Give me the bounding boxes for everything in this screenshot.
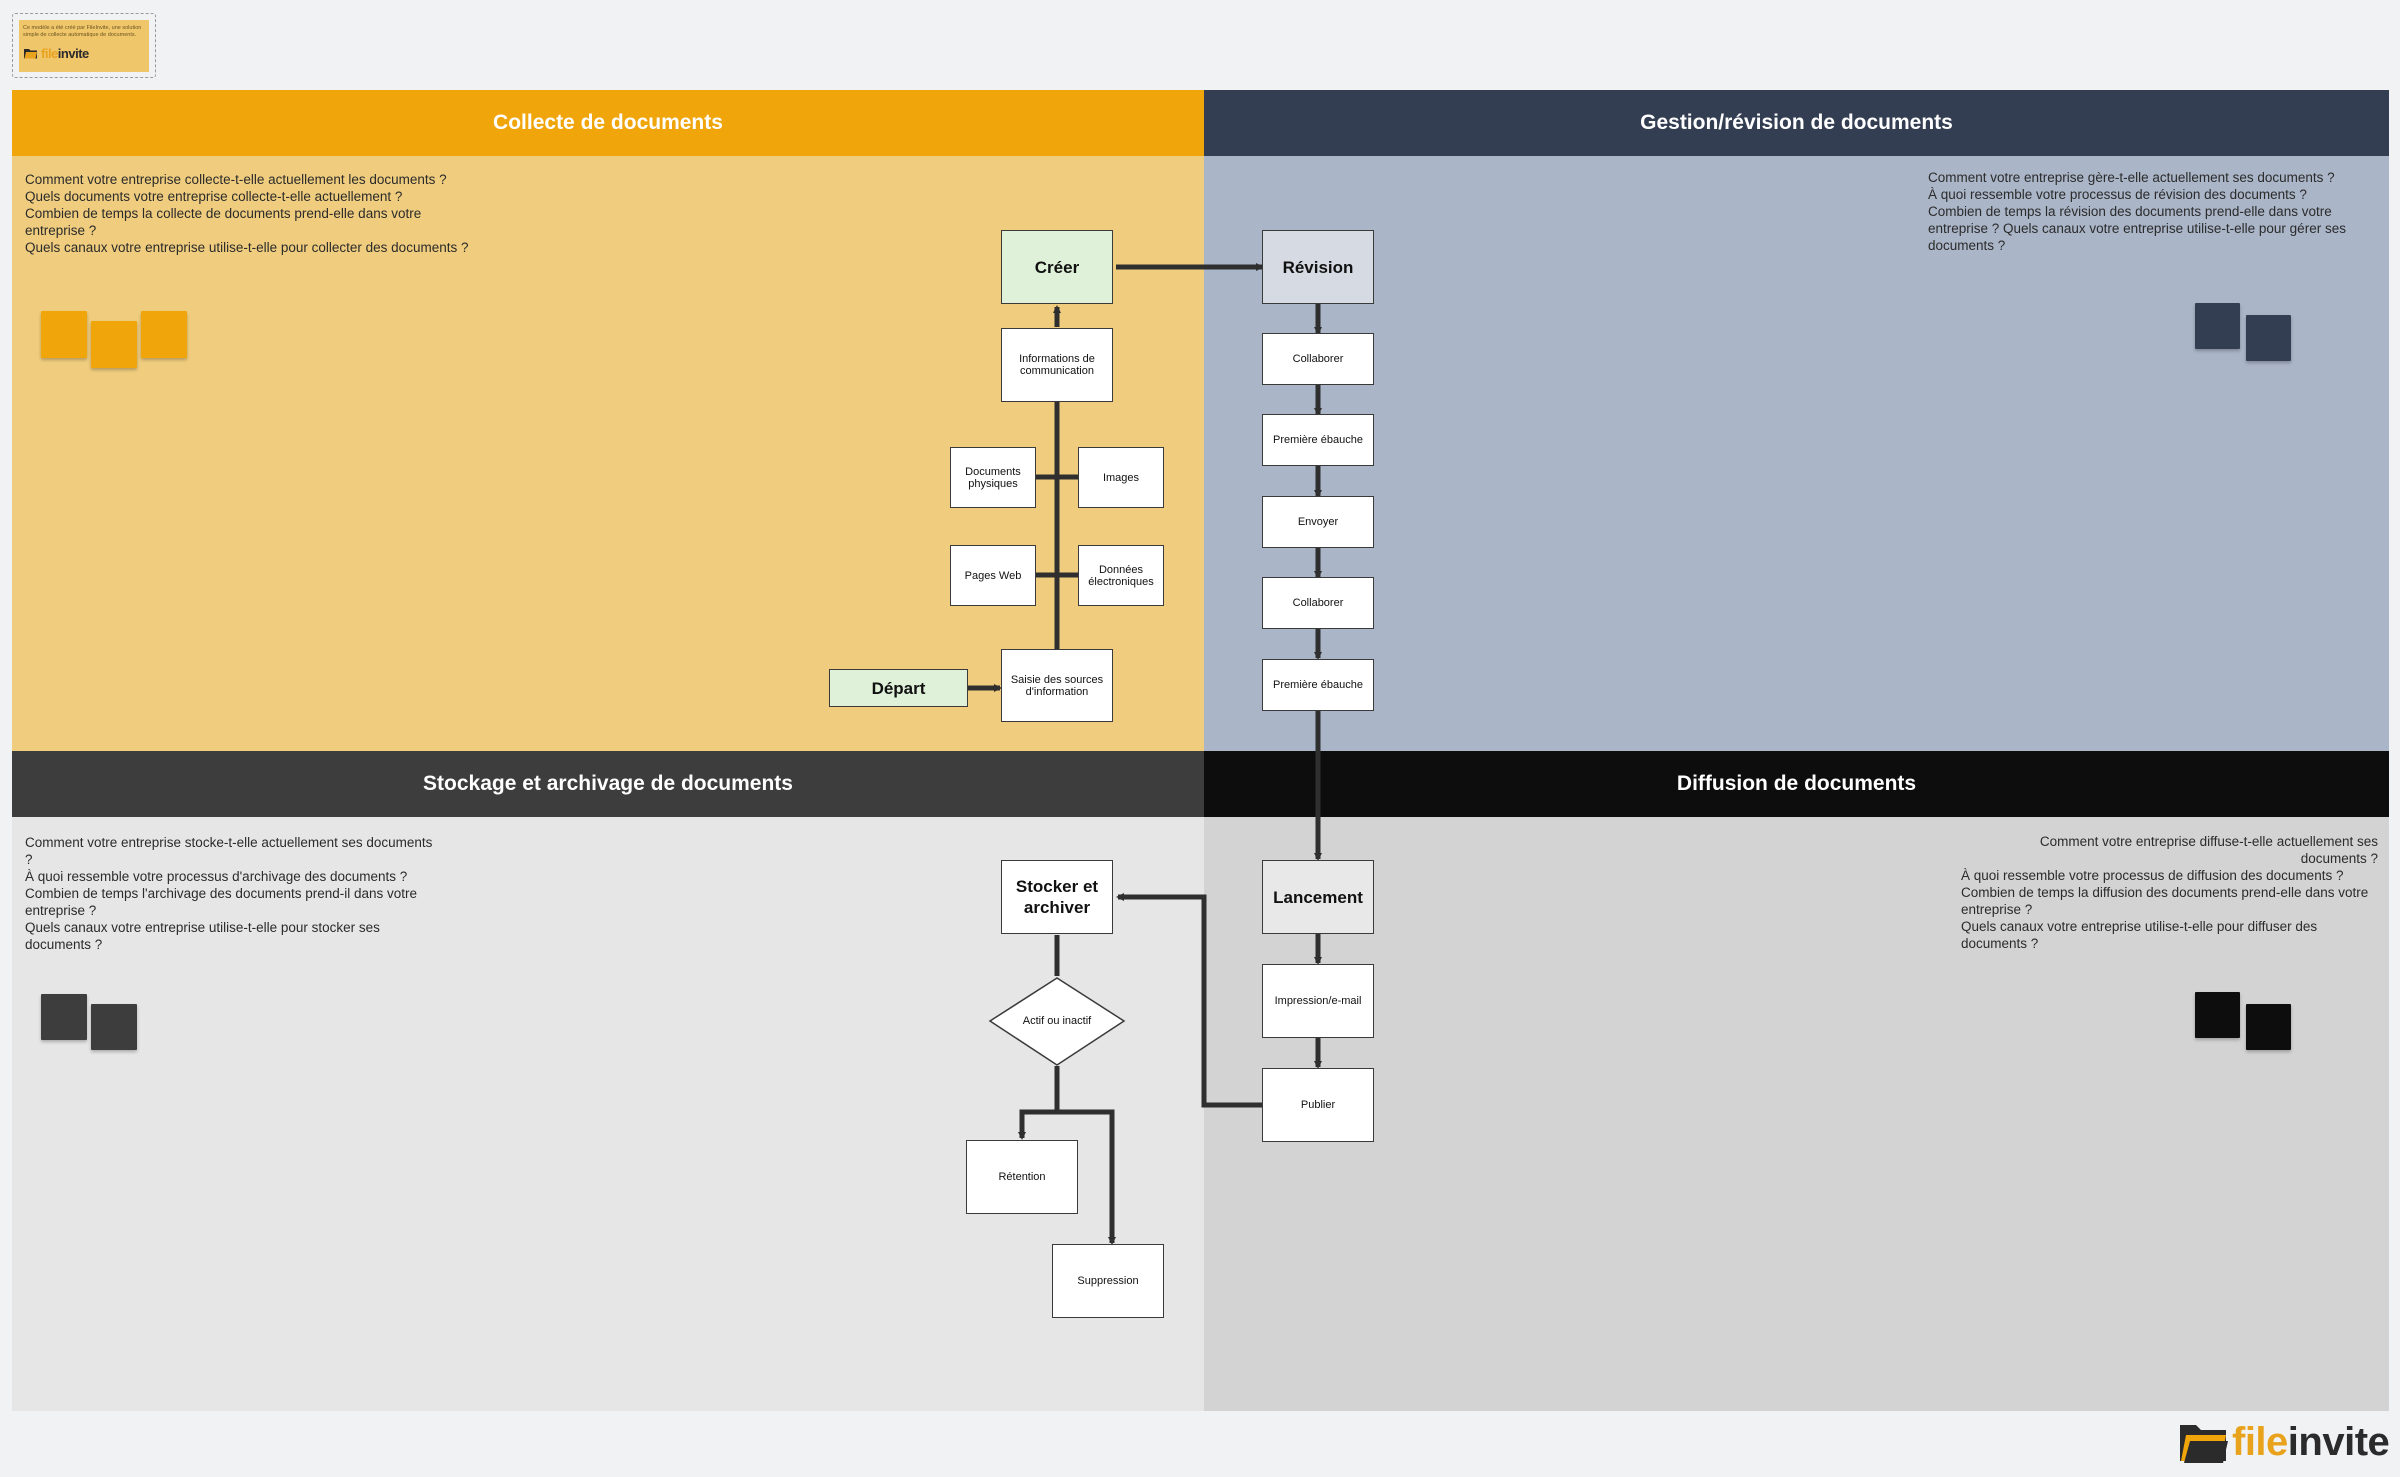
manage-questions: Comment votre entreprise gère-t-elle act…	[1928, 170, 2346, 253]
node-donnees-electroniques-label: Données électroniques	[1088, 563, 1154, 588]
store-questions: Comment votre entreprise stocke-t-elle a…	[25, 835, 433, 952]
template-note[interactable]: Ce modèle a été créé par FileInvite, une…	[12, 13, 156, 78]
node-lancement-label: Lancement	[1273, 887, 1363, 907]
collect-questions: Comment votre entreprise collecte-t-elle…	[25, 172, 469, 255]
diffuse-questions-first: Comment votre entreprise diffuse-t-elle …	[2039, 834, 2378, 866]
node-creer[interactable]: Créer	[1001, 230, 1113, 304]
node-envoyer-label: Envoyer	[1297, 516, 1339, 528]
node-stocker-archiver[interactable]: Stocker et archiver	[1001, 860, 1113, 934]
sticky-note[interactable]	[2195, 992, 2240, 1038]
node-creer-label: Créer	[1034, 257, 1080, 277]
fileinvite-logo[interactable]: fileinvite	[2178, 1420, 2390, 1465]
node-lancement[interactable]: Lancement	[1262, 860, 1374, 934]
collect-header: Collecte de documents	[12, 90, 1204, 156]
node-publier[interactable]: Publier	[1262, 1068, 1374, 1142]
node-premiere-ebauche-1-label: Première ébauche	[1273, 434, 1363, 446]
node-stocker-label: Stocker et archiver	[1015, 877, 1099, 917]
template-note-body: Ce modèle a été créé par FileInvite, une…	[19, 20, 149, 72]
template-note-logo: fileinvite	[23, 47, 89, 60]
node-saisie-label: Saisie des sources d'information	[1010, 673, 1104, 698]
sticky-note[interactable]	[141, 311, 187, 358]
store-title: Stockage et archivage de documents	[423, 772, 793, 795]
node-depart-label: Départ	[871, 678, 926, 698]
folder-icon	[2180, 1424, 2228, 1463]
template-note-brand: fileinvite	[41, 46, 89, 61]
node-images[interactable]: Images	[1078, 447, 1164, 508]
sticky-note[interactable]	[2246, 315, 2291, 361]
store-header: Stockage et archivage de documents	[12, 751, 1204, 817]
manage-header: Gestion/révision de documents	[1204, 90, 2389, 156]
sticky-note[interactable]	[91, 321, 137, 368]
node-actif-inactif[interactable]: Actif ou inactif	[1010, 1006, 1104, 1036]
node-pages-web-label: Pages Web	[964, 569, 1022, 582]
node-documents-physiques[interactable]: Documents physiques	[950, 447, 1036, 508]
node-informations-communication[interactable]: Informations de communication	[1001, 328, 1113, 402]
diffuse-panel	[1204, 817, 2389, 1411]
node-images-label: Images	[1102, 471, 1140, 484]
diffuse-questions: À quoi ressemble votre processus de diff…	[1961, 868, 2369, 951]
node-collaborer-1[interactable]: Collaborer	[1262, 333, 1374, 385]
node-donnees-electroniques[interactable]: Données électroniques	[1078, 545, 1164, 606]
fileinvite-wordmark: fileinvite	[2232, 1420, 2390, 1464]
node-depart[interactable]: Départ	[829, 669, 968, 707]
collect-title: Collecte de documents	[493, 111, 723, 134]
node-impression-label: Impression/e-mail	[1274, 995, 1362, 1007]
node-premiere-ebauche-2[interactable]: Première ébauche	[1262, 659, 1374, 711]
node-retention[interactable]: Rétention	[966, 1140, 1078, 1214]
node-premiere-ebauche-2-label: Première ébauche	[1273, 679, 1363, 691]
diffuse-title: Diffusion de documents	[1676, 772, 1917, 795]
node-pages-web[interactable]: Pages Web	[950, 545, 1036, 606]
sticky-note[interactable]	[2246, 1004, 2291, 1050]
node-revision-label: Révision	[1282, 257, 1354, 277]
node-revision[interactable]: Révision	[1262, 230, 1374, 304]
node-documents-physiques-label: Documents physiques	[965, 465, 1021, 490]
sticky-note[interactable]	[41, 311, 87, 358]
node-publier-label: Publier	[1300, 1099, 1336, 1111]
manage-title: Gestion/révision de documents	[1640, 111, 1953, 134]
folder-icon	[24, 49, 37, 59]
template-note-text: Ce modèle a été créé par FileInvite, une…	[23, 25, 142, 38]
node-envoyer[interactable]: Envoyer	[1262, 496, 1374, 548]
node-suppression[interactable]: Suppression	[1052, 1244, 1164, 1318]
node-collaborer-2-label: Collaborer	[1292, 597, 1344, 609]
node-actif-inactif-label: Actif ou inactif	[1022, 1015, 1092, 1027]
sticky-note[interactable]	[41, 994, 87, 1040]
node-collaborer-1-label: Collaborer	[1292, 353, 1344, 365]
node-saisie-sources[interactable]: Saisie des sources d'information	[1001, 649, 1113, 722]
node-suppression-label: Suppression	[1077, 1275, 1139, 1287]
node-informations-label: Informations de communication	[1019, 353, 1095, 377]
node-premiere-ebauche-1[interactable]: Première ébauche	[1262, 414, 1374, 466]
sticky-note[interactable]	[2195, 303, 2240, 349]
diffuse-header: Diffusion de documents	[1204, 751, 2389, 817]
node-collaborer-2[interactable]: Collaborer	[1262, 577, 1374, 629]
sticky-note[interactable]	[91, 1004, 137, 1050]
node-retention-label: Rétention	[998, 1171, 1046, 1183]
node-impression-email[interactable]: Impression/e-mail	[1262, 964, 1374, 1038]
manage-panel	[1204, 156, 2389, 751]
